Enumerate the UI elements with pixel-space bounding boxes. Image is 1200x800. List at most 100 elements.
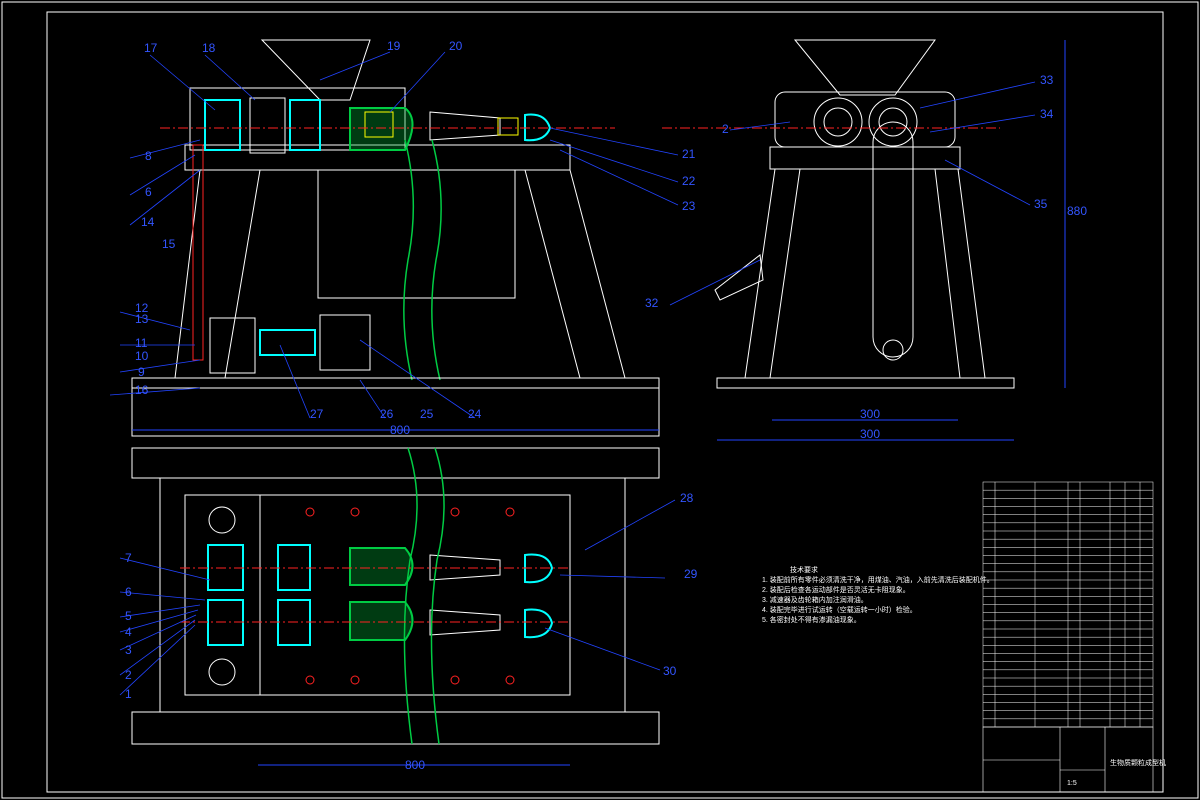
dim-front-width: 800	[390, 423, 410, 437]
note-2: 2. 装配后检查各运动部件是否灵活无卡阻现象。	[762, 585, 910, 594]
side-leaders	[669, 81, 1036, 306]
parts-list	[982, 481, 1154, 728]
label-27: 27	[310, 407, 324, 421]
label-18: 18	[202, 41, 216, 55]
title-block-name: 生物质颗粒成型机	[1110, 758, 1166, 767]
plan-leaders	[119, 499, 676, 696]
label-11: 11	[135, 336, 148, 350]
plan-cone-1	[429, 554, 501, 581]
nozzle	[497, 117, 519, 136]
label-22: 22	[682, 174, 696, 188]
plan-frame	[159, 477, 626, 713]
frame-right	[524, 169, 626, 379]
label-15: 15	[162, 237, 176, 251]
plan-inner	[184, 494, 571, 696]
inner-border	[46, 11, 1164, 793]
label-30: 30	[663, 664, 677, 678]
mount-hole-top	[208, 506, 236, 534]
hopper	[260, 39, 371, 101]
bearing-left	[204, 99, 241, 151]
break-line-front	[403, 139, 415, 381]
coupling	[259, 329, 316, 356]
label-3: 3	[125, 643, 132, 657]
notes-title: 技术要求	[790, 565, 818, 574]
front-labels	[109, 51, 679, 419]
output-cone	[429, 111, 501, 141]
label-35: 35	[1034, 197, 1048, 211]
side-base	[716, 377, 1015, 389]
roller-right-inner	[878, 107, 908, 137]
plan-cap-1	[524, 553, 554, 584]
label-28: 28	[680, 491, 694, 505]
title-block-scale: 1:5	[1067, 780, 1077, 787]
plan-bottom-bar	[131, 711, 660, 745]
label-14: 14	[141, 215, 155, 229]
belt-pulley	[882, 339, 904, 361]
note-5: 5. 各密封处不得有渗漏油现象。	[762, 615, 861, 624]
belt	[872, 121, 914, 358]
roller-left-inner	[823, 107, 853, 137]
break-line-front-2	[431, 139, 442, 381]
plan-break-2	[430, 447, 445, 745]
plan-bolts	[305, 507, 515, 685]
label-20: 20	[449, 39, 463, 53]
label-9: 9	[138, 365, 145, 379]
side-leg-right	[934, 168, 986, 379]
frame-web	[317, 169, 516, 299]
side-view	[662, 39, 1066, 441]
roller-left	[813, 97, 863, 147]
note-3: 3. 减速器及齿轮箱内加注润滑油。	[762, 595, 868, 604]
gear	[249, 97, 286, 154]
frame-left	[174, 169, 261, 379]
chain-drive	[192, 144, 204, 361]
label-8: 8	[145, 149, 152, 163]
end-cap	[524, 113, 552, 142]
label-10: 10	[135, 349, 149, 363]
label-26: 26	[380, 407, 394, 421]
label-25: 25	[420, 407, 434, 421]
plan-break-1	[403, 447, 418, 745]
plan-view	[131, 447, 660, 766]
dim-side-height: 880	[1067, 204, 1087, 218]
dim-side-1: 300	[860, 407, 880, 421]
label-12: 12	[135, 301, 149, 315]
bearing-mid	[289, 99, 321, 151]
label-6-plan: 6	[125, 585, 132, 599]
mount-hole-bottom	[208, 658, 236, 686]
label-24: 24	[468, 407, 482, 421]
label-23: 23	[682, 199, 696, 213]
discharge-chute	[714, 254, 764, 301]
plan-gearbox	[184, 494, 261, 696]
motor	[319, 314, 371, 371]
plan-extruder-1	[349, 547, 414, 586]
label-21: 21	[682, 147, 696, 161]
label-7: 7	[125, 551, 132, 565]
note-1: 1. 装配前所有零件必须清洗干净，用煤油、汽油，入前先清洗后装配机件。	[762, 575, 994, 584]
label-33: 33	[1040, 73, 1054, 87]
label-1: 1	[125, 687, 132, 701]
label-2-side: 2	[722, 122, 729, 136]
title-block	[982, 726, 1154, 793]
front-view	[131, 39, 660, 437]
plan-cap-2	[524, 608, 554, 639]
note-4: 4. 装配完毕进行试运转（空载运转一小时）检验。	[762, 605, 917, 614]
base-block	[131, 387, 660, 437]
label-32: 32	[645, 296, 659, 310]
side-hopper	[793, 39, 936, 96]
label-13: 13	[135, 312, 149, 326]
label-34: 34	[1040, 107, 1054, 121]
label-17: 17	[144, 41, 158, 55]
plan-cone-2	[429, 609, 501, 636]
side-leg-left	[744, 168, 801, 379]
label-6: 6	[145, 185, 152, 199]
plan-extruder-2	[349, 601, 414, 641]
plan-top-bar	[131, 447, 660, 479]
label-16: 16	[135, 383, 149, 397]
dim-side-2: 300	[860, 427, 880, 441]
extruder-head	[349, 107, 414, 151]
label-19: 19	[387, 39, 401, 53]
label-4: 4	[125, 625, 132, 639]
dim-plan: 800	[405, 758, 425, 772]
